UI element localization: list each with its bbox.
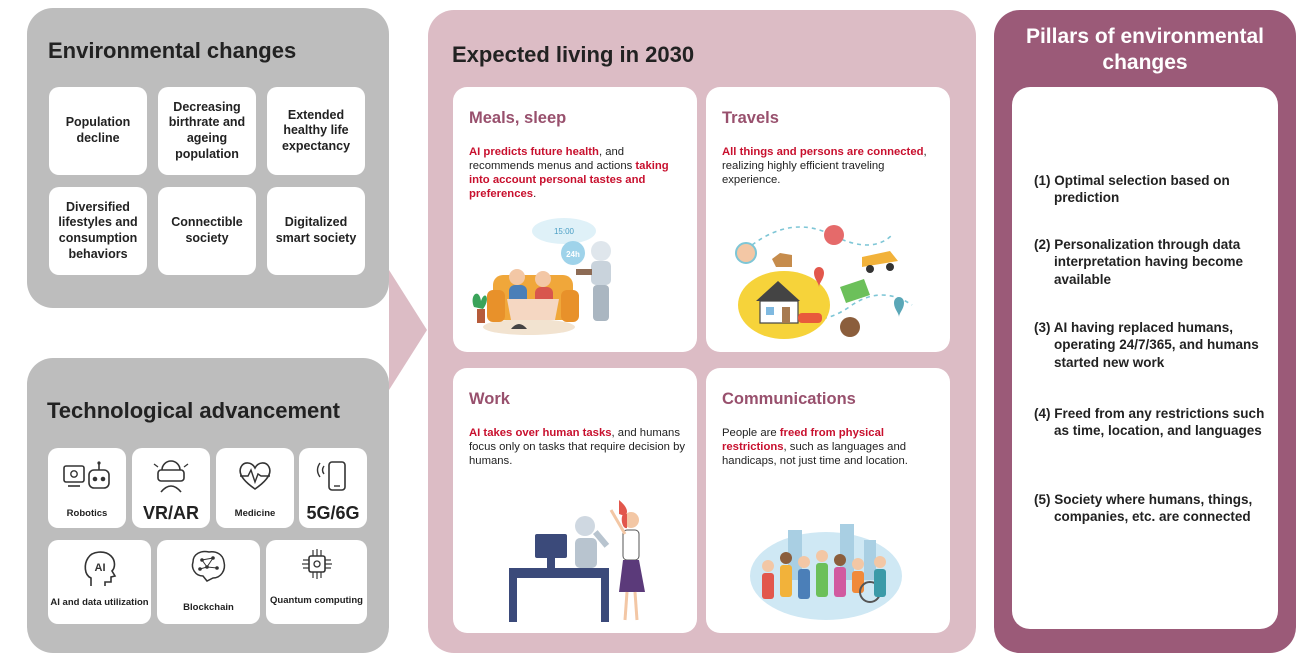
card-meals-sleep: Meals, sleep AI predicts future health, … [453, 87, 697, 352]
tech-label-medicine: Medicine [234, 508, 276, 519]
card-work: Work AI takes over human tasks, and huma… [453, 368, 697, 633]
env-item-population-decline: Population decline [49, 87, 147, 175]
env-item-life-expectancy: Extended healthy life expectancy [267, 87, 365, 175]
tech-robotics: Robotics [48, 448, 126, 528]
card-title-work: Work [469, 390, 510, 408]
tech-label-vr-ar: VR/AR [142, 503, 199, 523]
robot-icon [63, 461, 110, 489]
clock-text: 15:00 [554, 227, 575, 236]
chip-icon [301, 549, 332, 579]
communications-illustration [750, 524, 902, 620]
tech-quantum: Quantum computing [266, 540, 367, 624]
card-title-communications: Communications [722, 390, 856, 408]
card-text-communications: People are freed from physical restricti… [722, 426, 944, 468]
card-title-meals-sleep: Meals, sleep [469, 109, 567, 127]
expected-living-panel: Expected living in 2030 Meals, sleep AI … [428, 10, 976, 653]
svg-text:AI: AI [94, 562, 105, 574]
card-text-travels: All things and persons are connected, re… [722, 145, 944, 187]
technological-advancement-panel: Technological advancement Robotics VR/AR [27, 358, 389, 653]
tech-5g-6g: 5G/6G [299, 448, 367, 528]
ai-head-icon: AI [84, 551, 116, 586]
badge-24h-text: 24h [566, 250, 580, 259]
env-item-smart-society: Digitalized smart society [267, 187, 365, 275]
pillar-item: (3) AI having replaced humans, operating… [1034, 320, 1259, 370]
tech-blockchain: Blockchain [157, 540, 260, 624]
pillars-panel: Pillars of environmental changes (1) Opt… [994, 10, 1296, 653]
body-text: , and recommends menus and actions [469, 146, 636, 173]
highlight-text: taking into account personal tastes and … [469, 160, 669, 201]
tech-medicine: Medicine [216, 448, 294, 528]
tech-vr-ar: VR/AR [132, 448, 210, 528]
pillars-title: Pillars of environmental changes [1025, 25, 1265, 75]
highlight-text: All things and persons are connected [722, 146, 924, 158]
highlight-text: freed from physical restrictions [722, 427, 884, 454]
card-travels: Travels All things and persons are conne… [706, 87, 950, 352]
tech-label-blockchain: Blockchain [183, 602, 234, 613]
tech-label-ai-data: AI and data utilization [50, 597, 149, 608]
pillar-item: (5) Society where humans, things, compan… [1034, 492, 1253, 525]
card-text-meals-sleep: AI predicts future health, and recommend… [469, 145, 691, 201]
pillars-list: (1) Optimal selection based on predictio… [1012, 87, 1278, 629]
pillar-item: (1) Optimal selection based on predictio… [1034, 173, 1230, 206]
card-title-travels: Travels [722, 109, 779, 127]
technological-advancement-title: Technological advancement [47, 398, 341, 423]
work-illustration [509, 500, 645, 622]
environmental-changes-title: Environmental changes [48, 38, 297, 63]
vr-headset-icon [153, 460, 189, 493]
pillar-item: (4) Freed from any restrictions such as … [1034, 406, 1265, 439]
travels-illustration [735, 225, 913, 339]
tech-label-robotics: Robotics [66, 508, 108, 519]
card-text-work: AI takes over human tasks, and humans fo… [469, 426, 691, 468]
body-text: . [533, 188, 537, 201]
card-communications: Communications People are freed from phy… [706, 368, 950, 633]
brain-network-icon [191, 550, 225, 582]
env-item-connectible-society: Connectible society [158, 187, 256, 275]
flow-arrow [389, 270, 427, 390]
body-text: People are [722, 427, 780, 439]
highlight-text: AI predicts future health [469, 146, 599, 158]
meals-sleep-illustration: 15:00 24h [472, 218, 611, 335]
tech-label-5g-6g: 5G/6G [306, 503, 360, 523]
tech-label-quantum: Quantum computing [270, 595, 363, 606]
env-item-ageing-population: Decreasing birthrate and ageing populati… [158, 87, 256, 175]
heart-pulse-icon [239, 462, 271, 490]
env-item-diversified-lifestyles: Diversified lifestyles and consumption b… [49, 187, 147, 275]
body-text: , and humans focus only on tasks that re… [469, 427, 686, 468]
pillar-item: (2) Personalization through data interpr… [1034, 237, 1244, 287]
expected-living-title: Expected living in 2030 [452, 42, 695, 67]
highlight-text: AI takes over human tasks [469, 427, 612, 439]
body-text: , realizing highly efficient traveling e… [722, 146, 927, 187]
tech-ai-data: AI AI and data utilization [48, 540, 151, 624]
body-text: , such as languages and handicaps, not j… [722, 441, 908, 468]
smartphone-signal-icon [316, 461, 346, 491]
environmental-changes-panel: Environmental changes Population decline… [27, 8, 389, 308]
